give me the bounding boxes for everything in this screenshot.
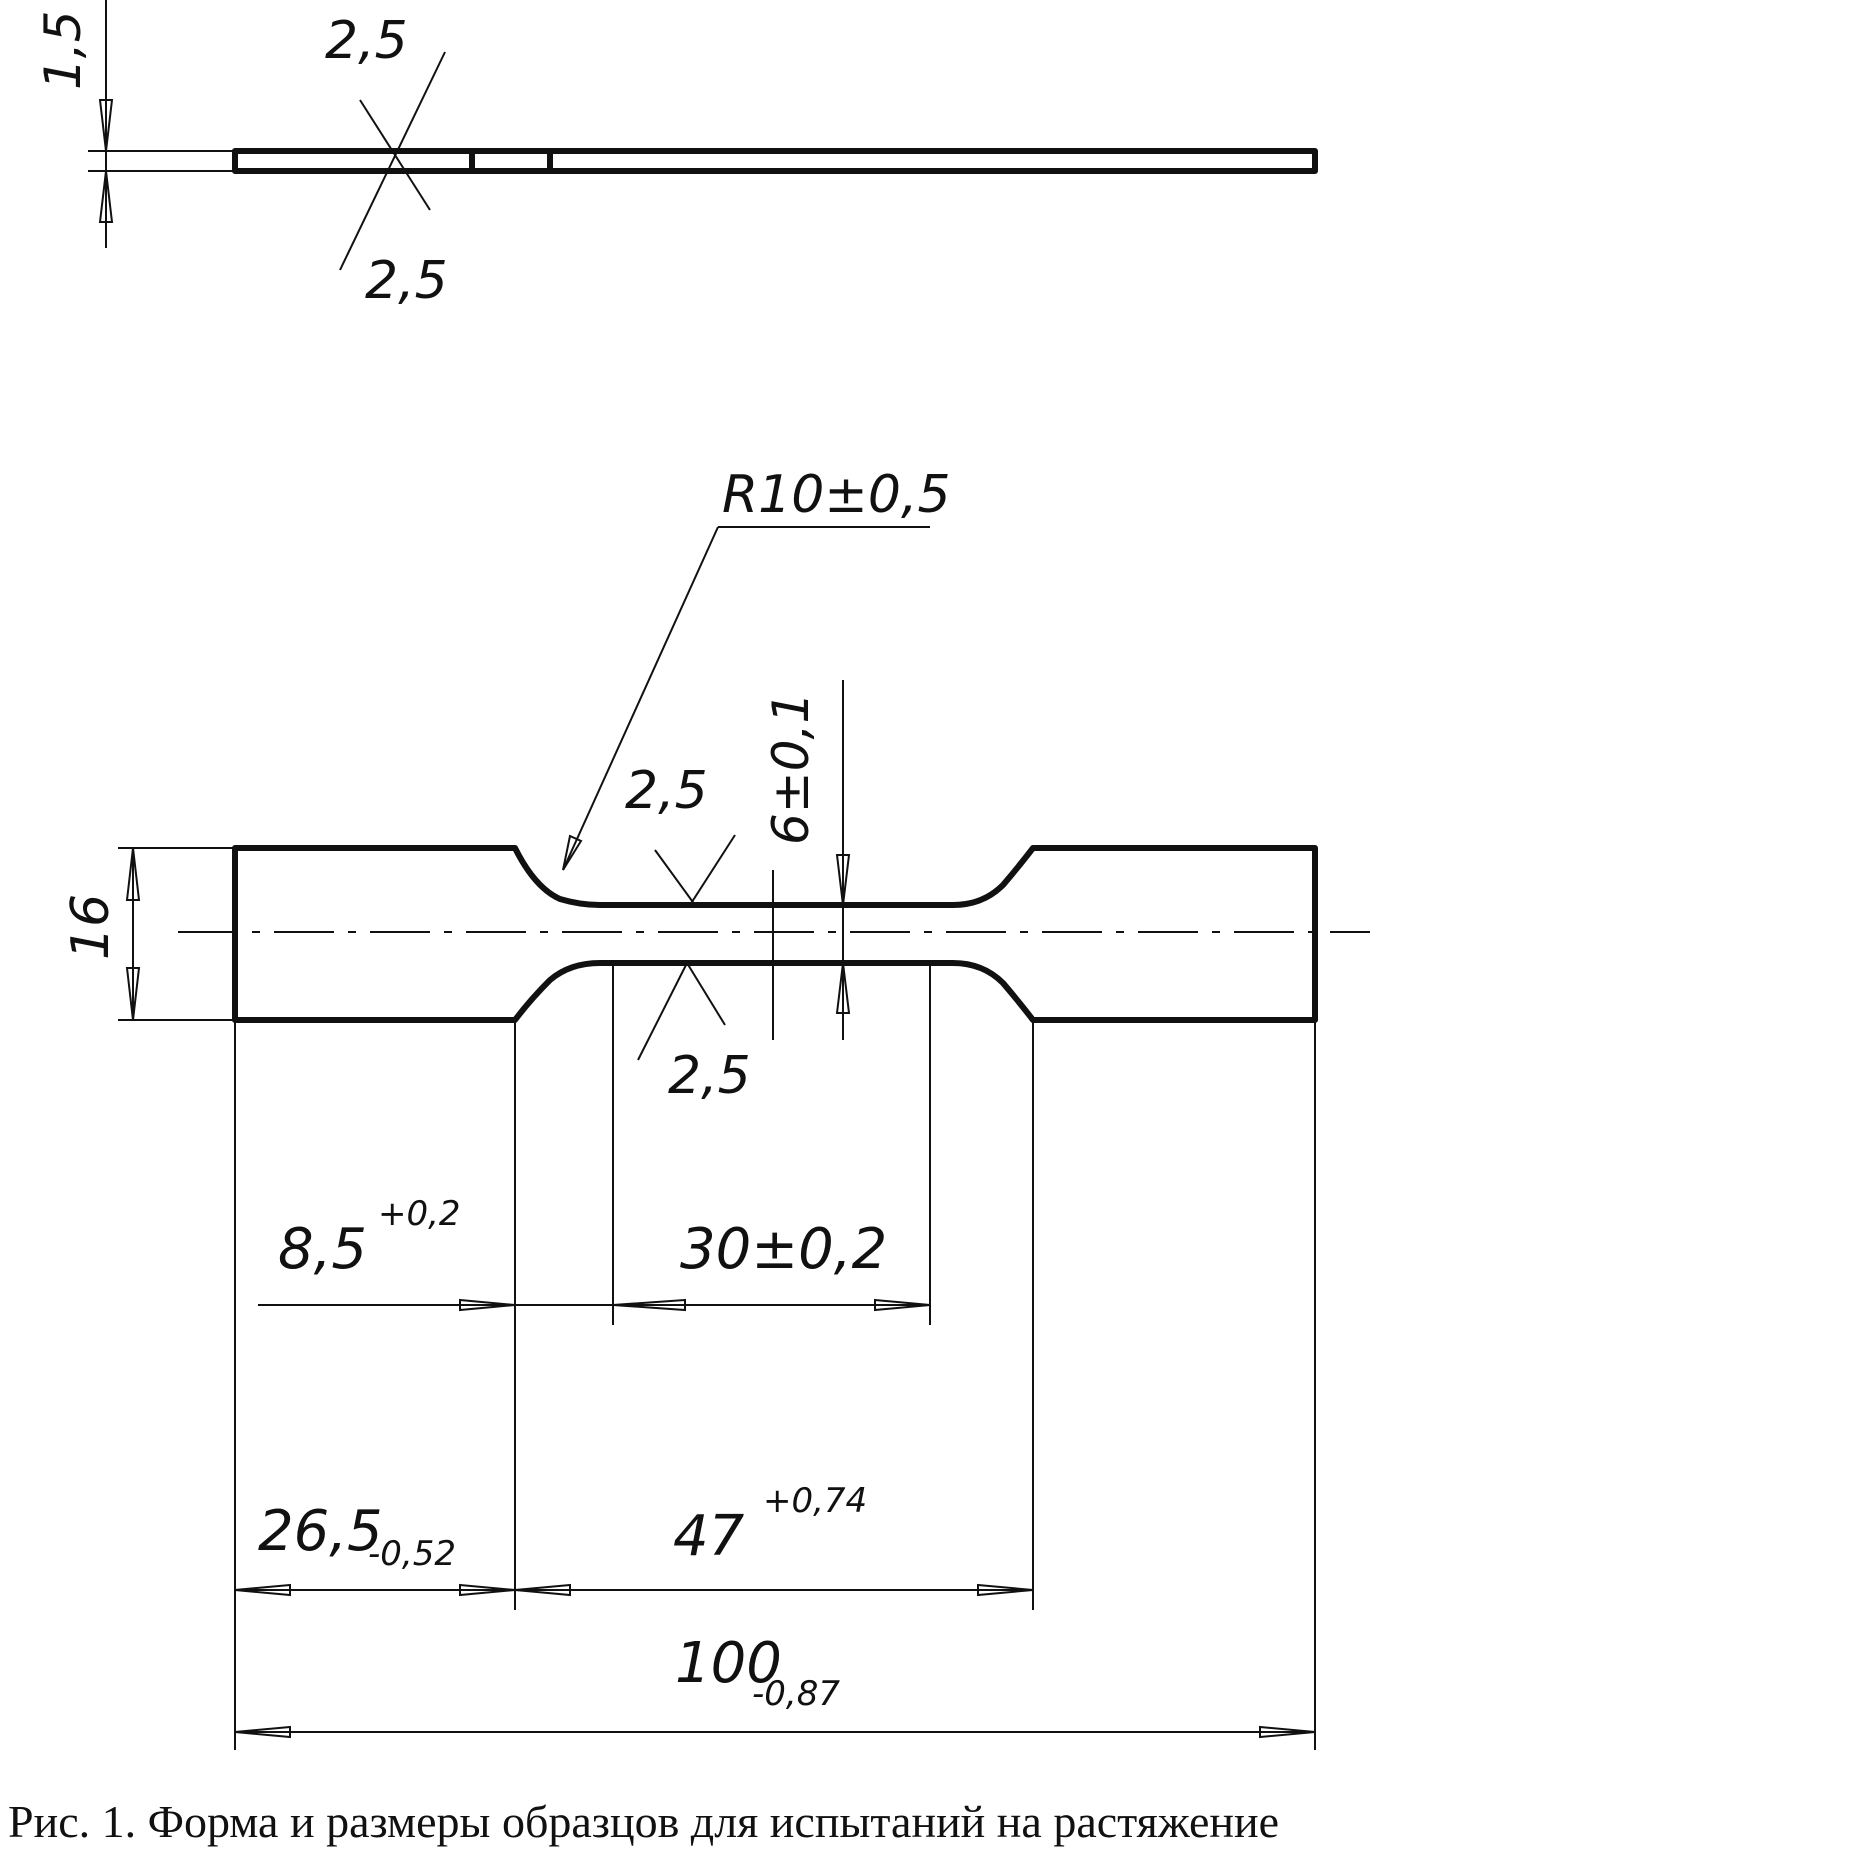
reduced-length-arrow-right <box>977 1583 1034 1597</box>
plan-roughness-lower-label: 2,5 <box>668 1046 751 1106</box>
side-roughness-lower-label: 2,5 <box>365 251 448 311</box>
grip-length-label: 26,5 <box>258 1499 383 1564</box>
plan-roughness-upper-line-2 <box>689 834 736 906</box>
radius-label: R10±0,5 <box>722 465 951 525</box>
plan-roughness-lower-line-2 <box>637 962 688 1061</box>
width-label: 16 <box>61 894 121 960</box>
gauge-width-arrow-top <box>835 854 851 906</box>
total-length-label: 100 <box>675 1631 782 1696</box>
width-arrow-bottom <box>125 967 141 1021</box>
gauge-length-label: 30±0,2 <box>680 1217 887 1282</box>
grip-length-arrow-right <box>459 1583 516 1597</box>
gauge-width-label: 6±0,1 <box>762 692 820 845</box>
thickness-label: 1,5 <box>34 10 92 90</box>
side-roughness-upper-line-2 <box>339 51 446 271</box>
reduced-length-tolerance: +0,74 <box>763 1481 867 1521</box>
shoulder-offset-label: 8,5 <box>278 1217 367 1282</box>
reduced-length-arrow-left <box>514 1583 571 1597</box>
plan-roughness-lower-line-1 <box>686 962 726 1026</box>
radius-leader-diagonal <box>562 526 719 871</box>
reduced-length-label: 47 <box>673 1504 745 1569</box>
total-length-tolerance: -0,87 <box>752 1674 840 1714</box>
gauge-width-arrow-bottom <box>835 962 851 1014</box>
side-roughness-upper-label: 2,5 <box>325 11 408 71</box>
grip-length-arrow-left <box>234 1583 291 1597</box>
plan-roughness-upper-label: 2,5 <box>625 761 708 821</box>
total-length-arrow-right <box>1259 1725 1316 1739</box>
gauge-length-arrow-right <box>874 1298 931 1312</box>
plan-roughness-upper-line-1 <box>654 849 696 906</box>
figure-caption: Рис. 1. Форма и размеры образцов для исп… <box>8 1796 1280 1847</box>
total-length-arrow-left <box>234 1725 291 1739</box>
specimen-outline <box>232 845 1318 1023</box>
shoulder-offset-tolerance: +0,2 <box>378 1194 461 1234</box>
radius-leader-arrow <box>562 834 583 871</box>
side-view: 1,5 2,5 2,5 <box>34 0 1318 311</box>
side-view-strip <box>232 148 1318 174</box>
width-arrow-top <box>125 847 141 901</box>
thickness-arrow-bottom <box>98 170 114 223</box>
shoulder-offset-arrow-right <box>459 1298 516 1312</box>
plan-view: 16 R10±0,5 6±0,1 2,5 2,5 8,5 +0,2 <box>61 465 1370 1750</box>
grip-length-tolerance: -0,52 <box>368 1534 456 1574</box>
thickness-arrow-top <box>98 99 114 152</box>
